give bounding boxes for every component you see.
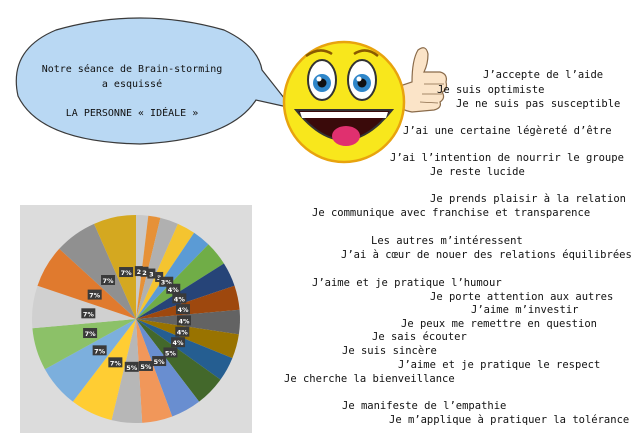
svg-text:3: 3 xyxy=(157,274,162,282)
svg-text:4%: 4% xyxy=(173,339,185,347)
speech-bubble-shape xyxy=(15,17,294,145)
pie-data-label: 4% xyxy=(172,293,187,304)
pie-center xyxy=(106,289,166,349)
phrase-item: J’accepte de l’aide xyxy=(483,69,604,81)
phrase-item: Je suis optimiste xyxy=(437,84,545,96)
pie-slice xyxy=(32,319,137,370)
pie-data-label: 3 xyxy=(147,268,156,279)
pie-slice xyxy=(136,232,209,319)
svg-text:4%: 4% xyxy=(178,317,190,325)
phrase-item: J’ai une certaine légèreté d’être xyxy=(403,125,612,137)
pie-data-label: 5% xyxy=(152,356,167,367)
svg-text:4%: 4% xyxy=(177,329,189,337)
pie-data-label: 3 xyxy=(155,271,164,282)
svg-text:5%: 5% xyxy=(126,364,138,372)
pie-data-label: 4% xyxy=(175,304,190,315)
pie-slice xyxy=(136,223,195,319)
pie-slice xyxy=(32,285,136,329)
pie-data-label: 2 xyxy=(134,266,143,277)
pie-data-label: 3% xyxy=(159,276,174,287)
pie-slice xyxy=(136,319,221,402)
phrase-item: Je cherche la bienveillance xyxy=(284,373,455,385)
svg-text:4%: 4% xyxy=(168,286,180,294)
pie-data-label: 7% xyxy=(83,328,98,339)
pie-slice xyxy=(136,319,233,380)
pie-data-label: 7% xyxy=(119,267,134,278)
svg-text:7%: 7% xyxy=(89,292,101,300)
phrase-item: J’ai à cœur de nouer des relations équil… xyxy=(341,249,632,261)
phrase-item: J’aime m’investir xyxy=(471,304,579,316)
svg-text:7%: 7% xyxy=(85,330,97,338)
bubble-line-2: a esquissé xyxy=(101,79,163,90)
pie-slice xyxy=(72,319,136,421)
bubble-text: Notre séance de Brain-storming a esquiss… xyxy=(22,62,242,121)
pie-slice xyxy=(136,285,240,319)
pie-data-label: 5% xyxy=(138,360,153,371)
svg-text:5%: 5% xyxy=(140,363,152,371)
phrase-item: Je peux me remettre en question xyxy=(401,318,597,330)
svg-text:4%: 4% xyxy=(174,295,186,303)
pie-slice xyxy=(136,263,235,319)
svg-text:7%: 7% xyxy=(121,269,133,277)
phrase-item: J’aime et je pratique l’humour xyxy=(312,277,502,289)
phrase-item: J’aime et je pratique le respect xyxy=(398,359,601,371)
svg-text:4%: 4% xyxy=(177,306,189,314)
pie-slice xyxy=(136,244,224,319)
pie-slice xyxy=(136,319,173,423)
svg-text:2: 2 xyxy=(142,269,147,277)
svg-text:3%: 3% xyxy=(161,279,173,287)
pie-slice xyxy=(37,248,136,319)
svg-text:2: 2 xyxy=(137,268,142,276)
pie-slice xyxy=(94,215,136,319)
pie-data-label: 7% xyxy=(101,275,116,286)
phrase-item: Je sais écouter xyxy=(372,331,467,343)
pie-data-label: 7% xyxy=(108,357,123,368)
pie-data-label: 7% xyxy=(92,345,107,356)
pie-slice xyxy=(136,319,239,359)
pie-slice xyxy=(44,319,136,402)
pie-data-label: 7% xyxy=(87,289,102,300)
phrase-item: Je manifeste de l’empathie xyxy=(342,400,507,412)
phrase-item: Je m’applique à pratiquer la tolérance xyxy=(389,414,630,426)
pie-slice xyxy=(136,217,178,319)
thumbs-up-hand-icon xyxy=(393,47,448,113)
phrase-item: Je porte attention aux autres xyxy=(430,291,614,303)
bubble-line-1: Notre séance de Brain-storming xyxy=(41,64,223,75)
phrase-item: Les autres m’intéressent xyxy=(371,235,523,247)
pie-data-label: 4% xyxy=(175,326,190,337)
pie-data-label: 7% xyxy=(81,308,96,319)
svg-text:5%: 5% xyxy=(154,358,166,366)
pie-data-label: 4% xyxy=(171,337,186,348)
phrase-item: Je prends plaisir à la relation xyxy=(430,193,626,205)
pie-data-label: 2 xyxy=(140,266,149,277)
phrase-item: Je communique avec franchise et transpar… xyxy=(312,207,591,219)
speech-bubble: Notre séance de Brain-storming a esquiss… xyxy=(0,0,310,160)
smiley-thumbs-up-icon xyxy=(282,40,448,164)
svg-text:7%: 7% xyxy=(102,277,114,285)
smiley-mouth xyxy=(293,109,395,146)
svg-text:7%: 7% xyxy=(83,310,95,318)
svg-text:7%: 7% xyxy=(94,347,106,355)
pie-data-label: 4% xyxy=(176,315,191,326)
svg-text:7%: 7% xyxy=(110,359,122,367)
bubble-line-3: LA PERSONNE « IDÉALE » xyxy=(65,108,199,119)
pie-data-label: 5% xyxy=(124,361,139,372)
phrase-item: Je ne suis pas susceptible xyxy=(456,98,621,110)
pie-slice xyxy=(136,319,200,417)
pie-data-label: 5% xyxy=(163,347,178,358)
phrase-item: J’ai l’intention de nourrir le groupe xyxy=(390,152,624,164)
svg-text:5%: 5% xyxy=(165,349,177,357)
pie-data-label: 4% xyxy=(166,283,181,294)
phrase-item: Je reste lucide xyxy=(430,166,525,178)
pie-slice xyxy=(59,223,137,319)
svg-text:3: 3 xyxy=(149,271,154,279)
phrase-item: Je suis sincère xyxy=(342,345,437,357)
speech-bubble-outline xyxy=(15,17,294,145)
smiley-eyes xyxy=(307,59,377,101)
